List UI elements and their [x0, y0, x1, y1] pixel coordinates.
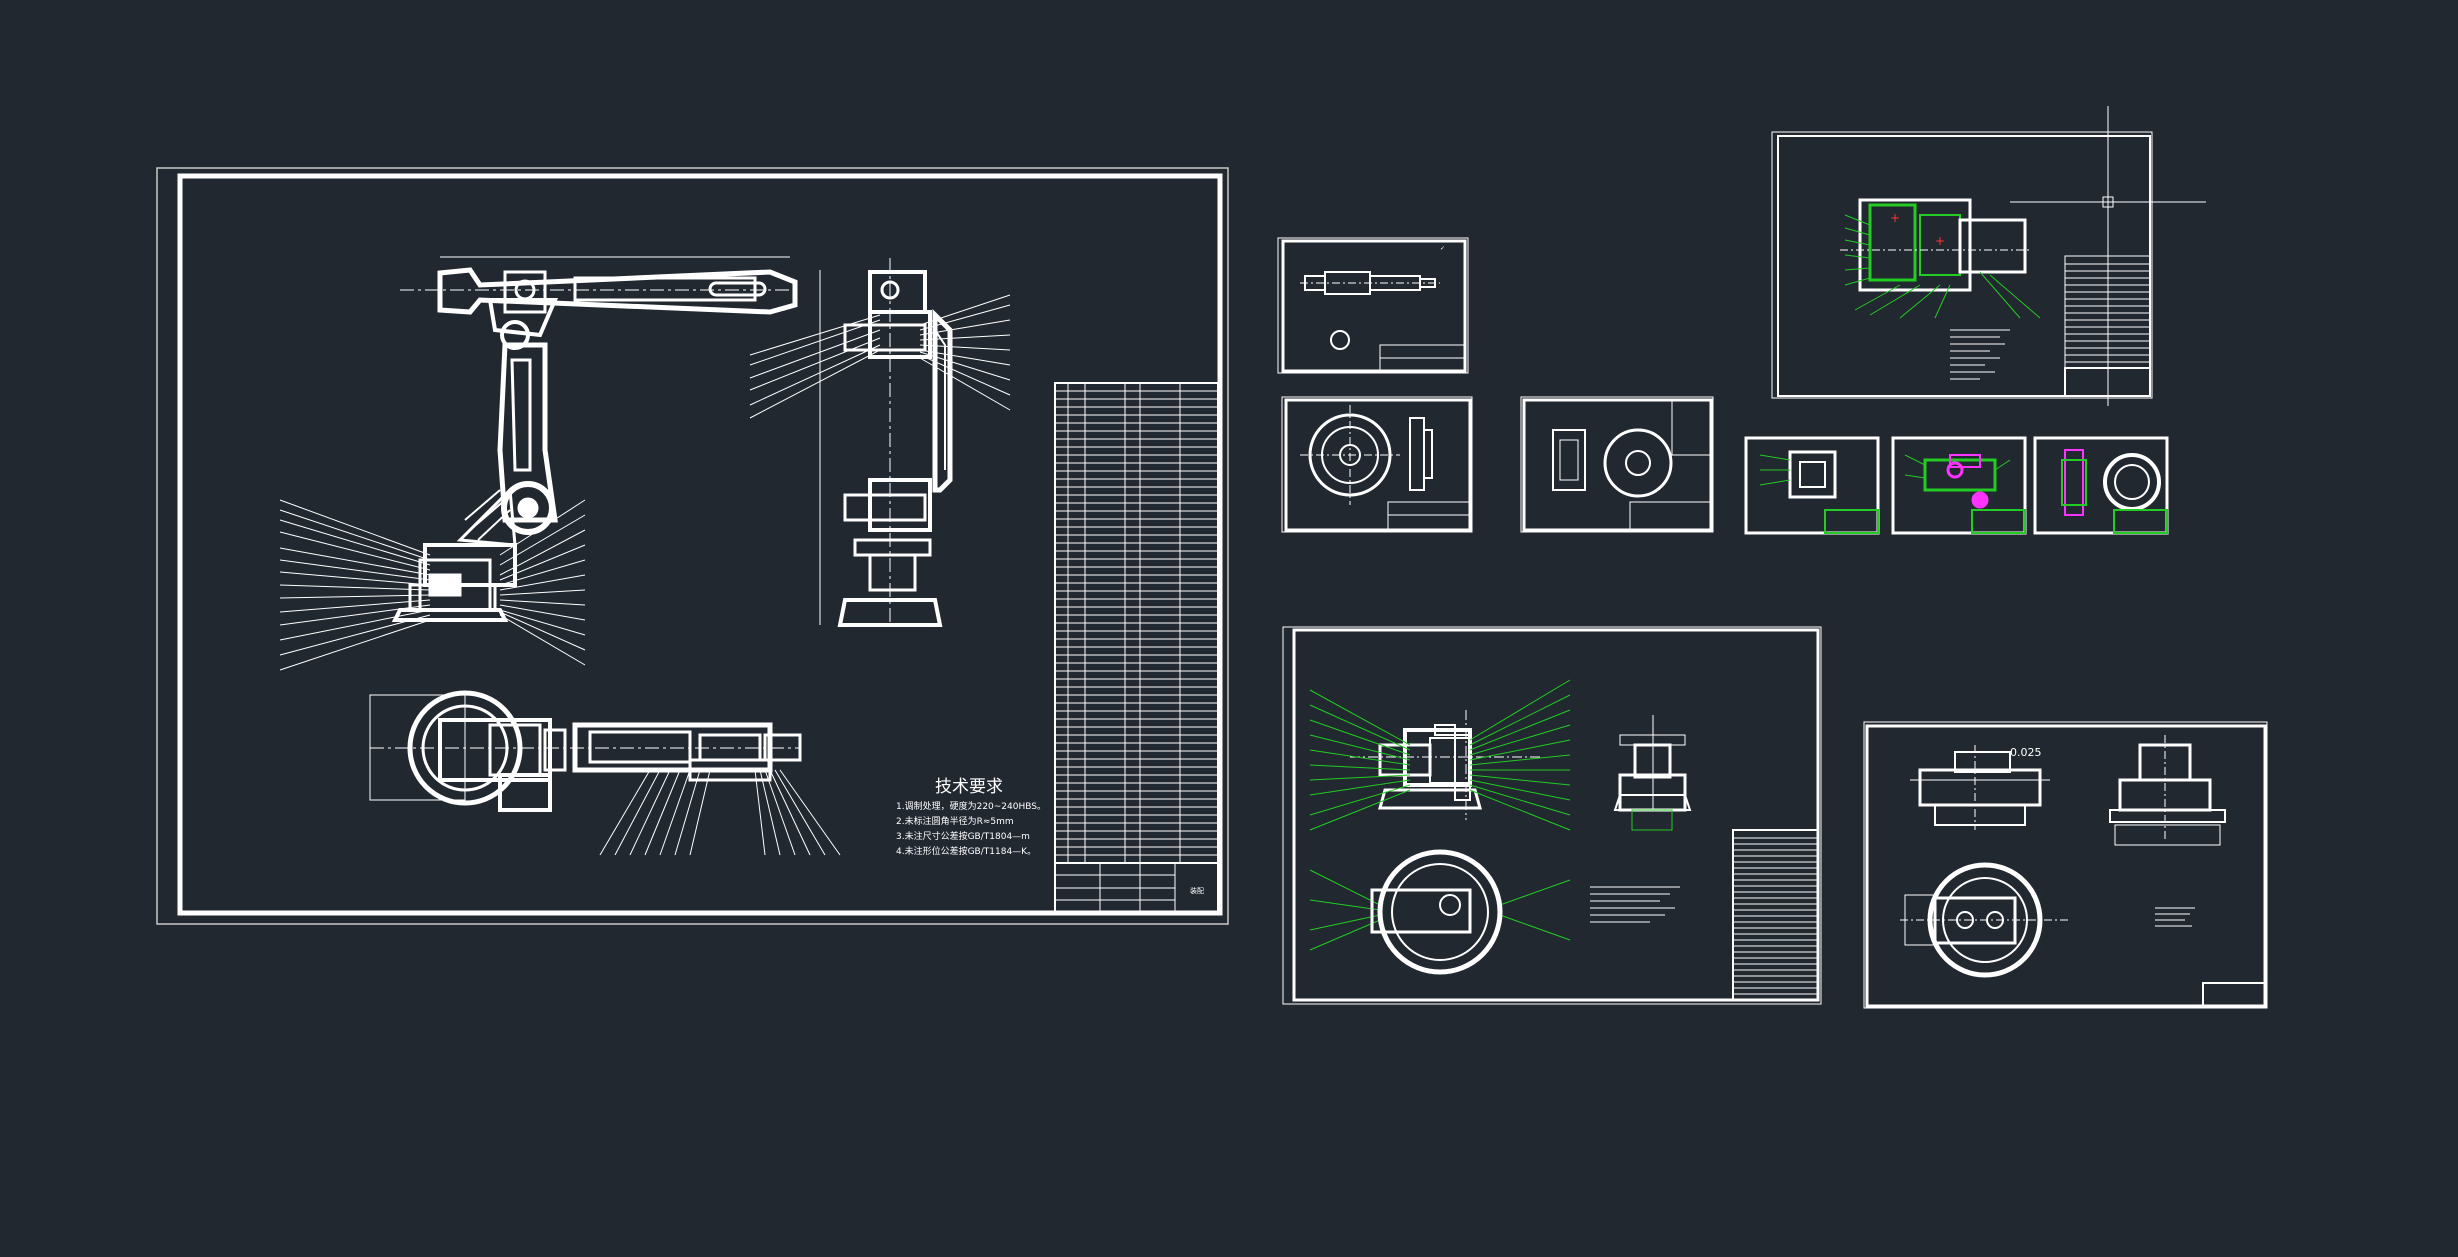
top-view	[369, 690, 841, 856]
tolerance-note: 0.025	[2010, 746, 2042, 759]
text-block-notes	[1950, 329, 2010, 380]
front-view	[279, 256, 800, 671]
tech-note-2: 2.未标注圆角半径为R≈5mm	[896, 815, 1014, 827]
side-view	[749, 258, 1011, 627]
tech-note-4: 4.未注形位公差按GB/T1184—K。	[896, 845, 1036, 857]
svg-text:+: +	[1935, 234, 1945, 248]
tech-note-1: 1.调制处理，硬度为220~240HBS。	[896, 800, 1046, 812]
tech-requirements-title: 技术要求	[935, 777, 1003, 797]
title-block-name: 装配	[1190, 886, 1204, 895]
sheet-border-outer	[156, 167, 1229, 925]
sheet-main-assembly[interactable]: 技术要求 1.调制处理，硬度为220~240HBS。 2.未标注圆角半径为R≈5…	[156, 167, 1229, 925]
title-block: 装配	[1054, 862, 1219, 914]
svg-text:+: +	[1890, 211, 1900, 225]
sheet-base-detail[interactable]: 0.025	[1863, 721, 2268, 1009]
parts-list-table	[1054, 382, 1219, 864]
sheet-border-inner	[177, 173, 1223, 916]
svg-text:✓: ✓	[1440, 245, 1445, 252]
tech-note-3: 3.未注尺寸公差按GB/T1804—m	[896, 830, 1030, 842]
sheet-joint-part[interactable]	[1891, 436, 2027, 535]
crosshair-cursor	[2010, 106, 2206, 406]
sheet-shaft-part[interactable]: ✓	[1277, 237, 1469, 374]
sheet-bracket-part[interactable]	[1744, 436, 1880, 535]
sheet-joint-section[interactable]: + +	[1771, 131, 2153, 399]
sheet-base-assembly[interactable]	[1282, 626, 1822, 1005]
sheet-flange-part[interactable]	[1281, 396, 1473, 533]
sheet-gear-part[interactable]	[1520, 396, 1714, 533]
tech-requirements: 技术要求 1.调制处理，硬度为220~240HBS。 2.未标注圆角半径为R≈5…	[896, 777, 1046, 857]
sheet-ring-part[interactable]	[2033, 436, 2169, 535]
